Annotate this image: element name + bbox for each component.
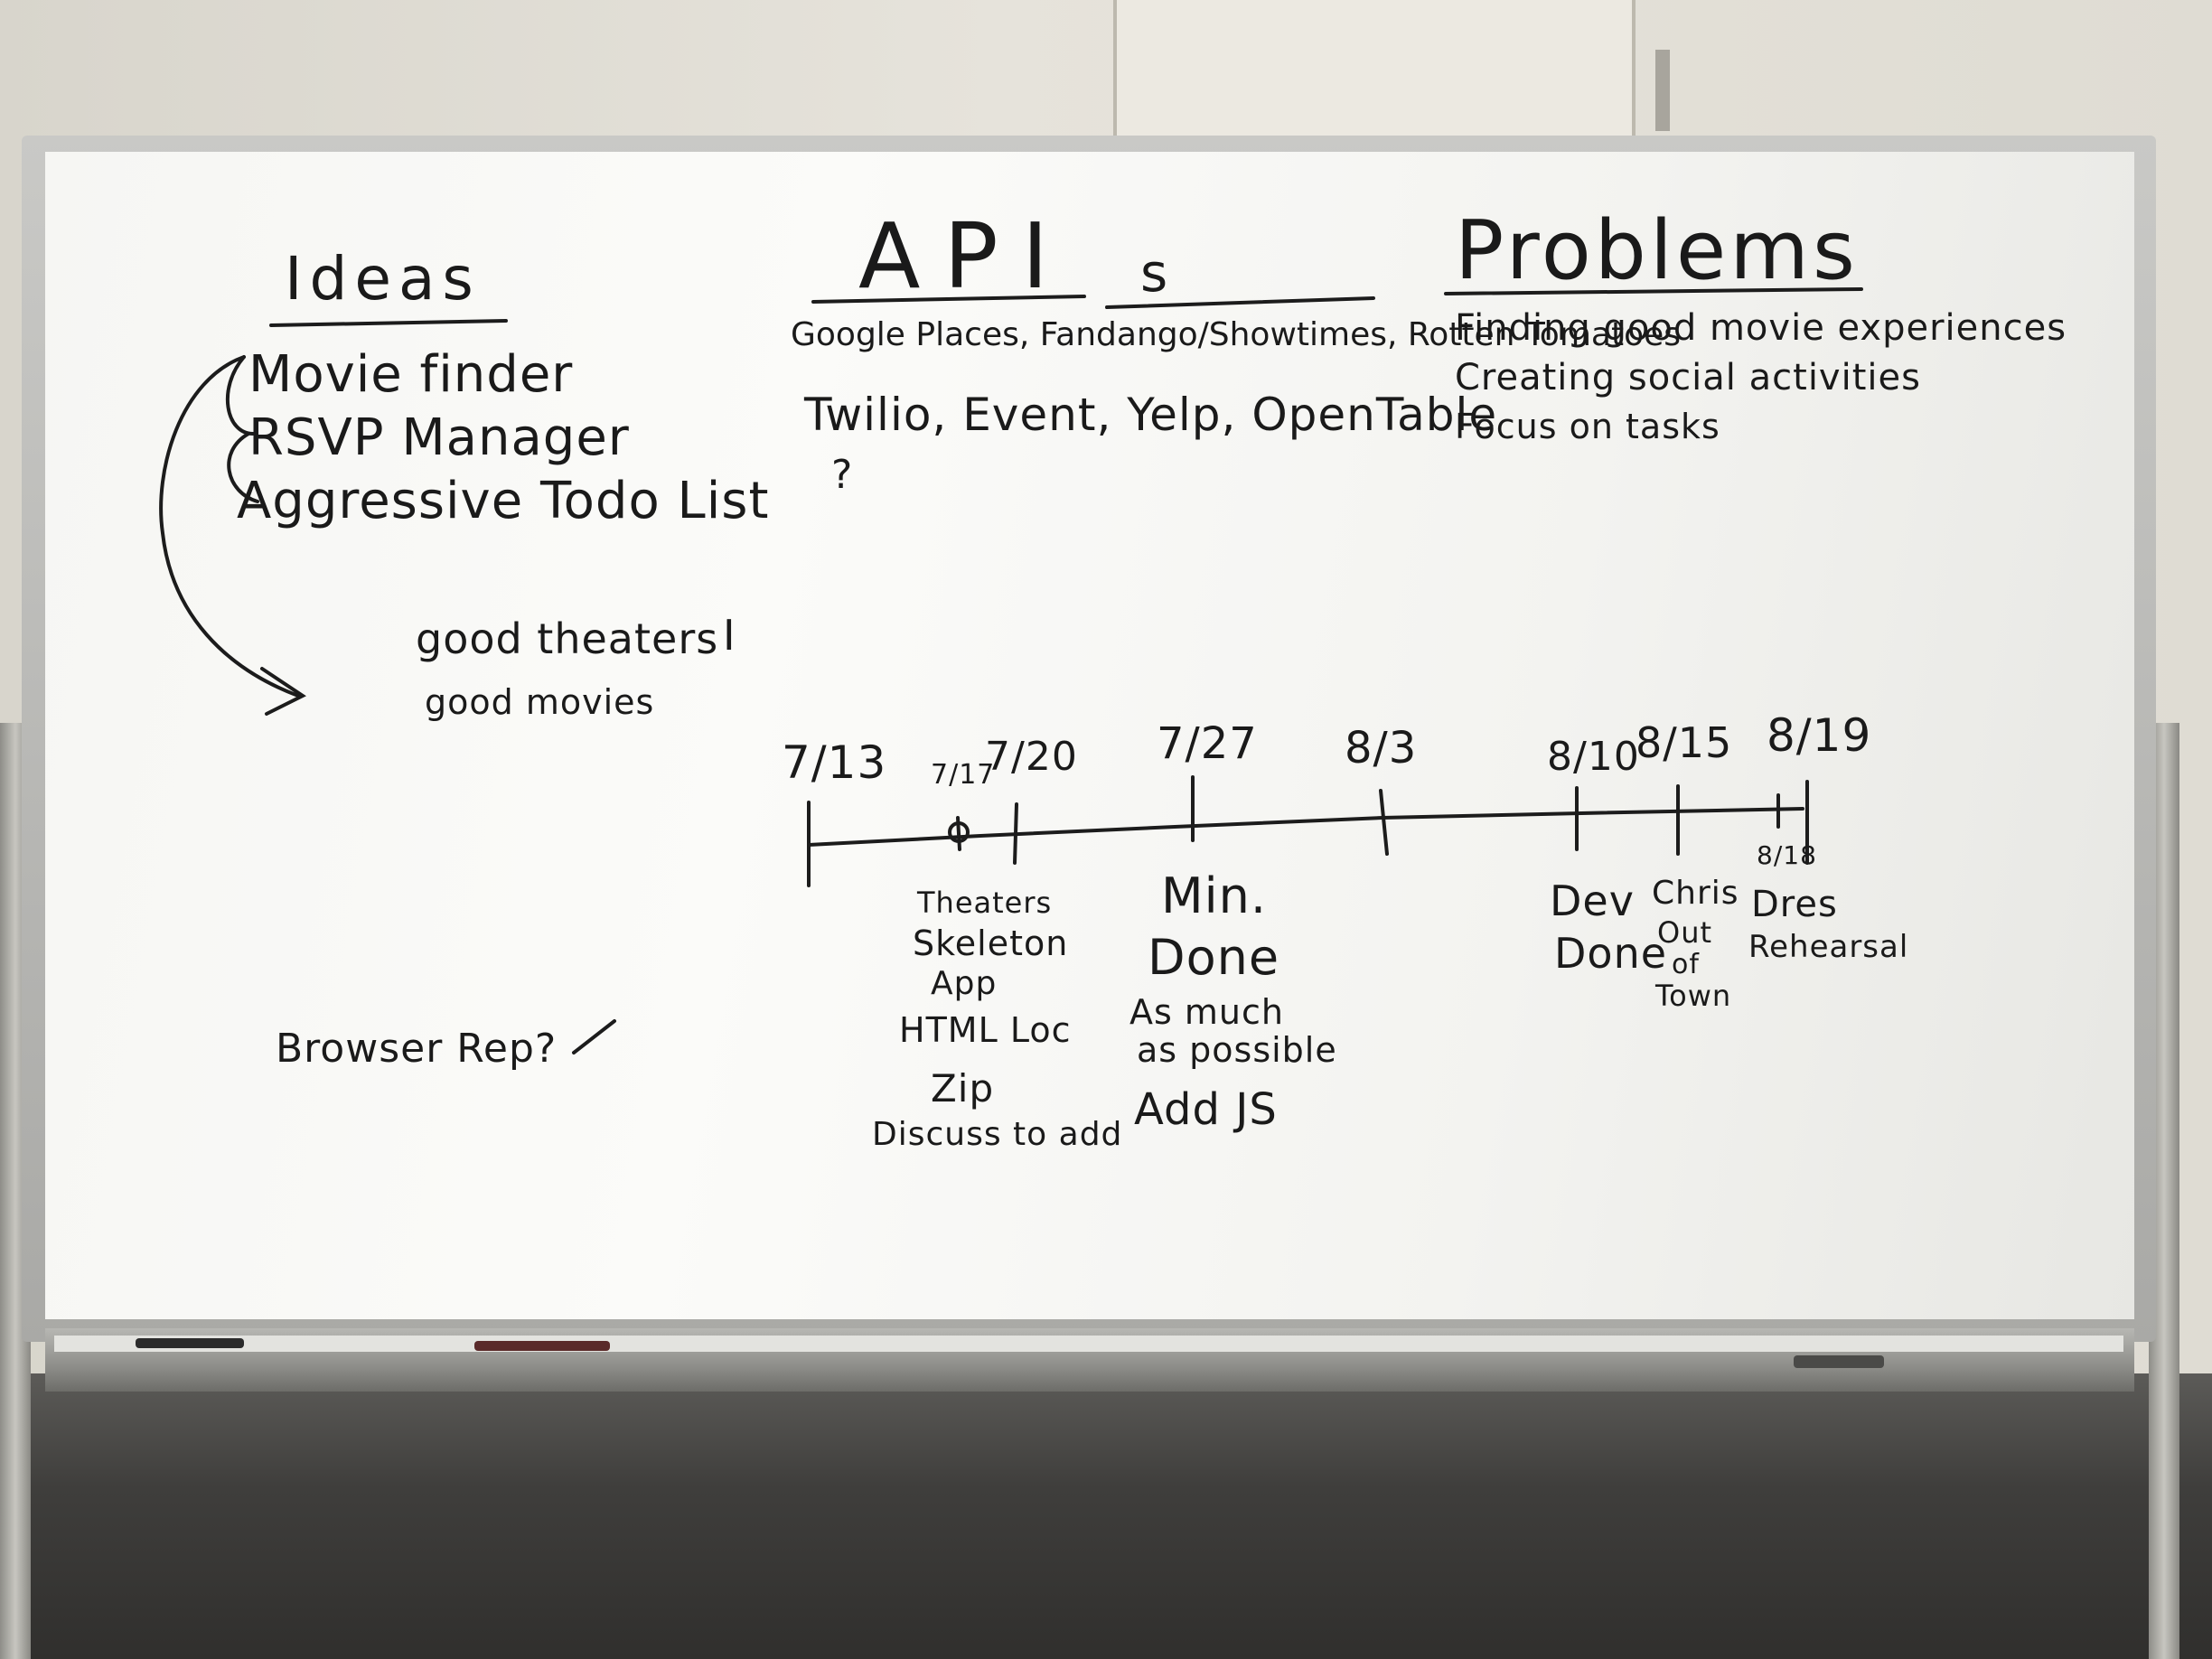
ideas-underline: [269, 319, 508, 327]
apis-heading: API: [858, 203, 1073, 309]
ideas-bracket-lines: [225, 355, 259, 503]
apis-underline: [811, 295, 1375, 309]
note-8-15-2: Out: [1657, 915, 1713, 950]
note-8-10-1: Dev: [1550, 876, 1635, 925]
browser-check: [572, 1019, 616, 1054]
problem-3: Focus on tasks: [1455, 407, 1720, 446]
note-7-17-2: Skeleton: [913, 923, 1069, 963]
apis-line-2: Twilio, Event, Yelp, OpenTable: [804, 389, 1498, 441]
note-7-17-5: Zip: [931, 1066, 995, 1111]
note-7-27-5: Add JS: [1134, 1084, 1278, 1135]
browser-note: Browser Rep?: [276, 1026, 558, 1072]
door-hinge: [1655, 50, 1670, 131]
date-7-27: 7/27: [1157, 718, 1258, 769]
note-7-17-4: HTML Loc: [899, 1010, 1072, 1050]
note-7-17-3: App: [931, 965, 998, 1002]
date-8-3: 8/3: [1345, 723, 1418, 773]
idea-movie-finder: Movie finder: [248, 345, 574, 404]
note-7-27-3: As much: [1129, 992, 1284, 1032]
date-7-17: 7/17: [931, 759, 996, 791]
date-8-10: 8/10: [1547, 734, 1640, 780]
idea-good-movies: good movies: [425, 682, 655, 722]
marker-black[interactable]: [136, 1338, 244, 1348]
tick-8-3: [1379, 789, 1389, 856]
note-8-18-2: Rehearsal: [1748, 929, 1909, 965]
eraser[interactable]: [1794, 1355, 1884, 1368]
idea-mark: I: [723, 611, 736, 660]
date-8-18: 8/18: [1757, 840, 1817, 870]
note-7-27-4: as possible: [1137, 1030, 1337, 1070]
note-7-27-1: Min.: [1161, 867, 1267, 924]
idea-aggressive-todo: Aggressive Todo List: [237, 472, 770, 530]
tick-7-17-circle: [948, 821, 970, 843]
ideas-arrowhead: [260, 667, 306, 716]
apis-line-1: Google Places, Fandango/Showtimes, Rotte…: [791, 316, 1682, 353]
date-8-15: 8/15: [1636, 718, 1733, 767]
whiteboard: [45, 152, 2134, 1319]
tick-7-20: [1013, 802, 1018, 865]
problems-underline: [1444, 287, 1863, 295]
idea-rsvp-manager: RSVP Manager: [248, 408, 630, 467]
ideas-heading: Ideas: [285, 244, 481, 314]
apis-question: ?: [831, 452, 854, 498]
note-7-27-2: Done: [1148, 929, 1280, 986]
ideas-bracket-arrow: [159, 355, 300, 698]
date-7-20: 7/20: [985, 734, 1078, 780]
note-7-17-1: Theaters: [917, 886, 1053, 920]
note-8-15-1: Chris: [1652, 875, 1739, 912]
date-8-19: 8/19: [1767, 709, 1872, 762]
problem-1: Finding good movie experiences: [1455, 307, 2067, 349]
note-8-18-1: Dres: [1751, 884, 1838, 925]
apis-heading-suffix: s: [1140, 242, 1169, 304]
note-7-17-6: Discuss to add: [872, 1116, 1123, 1153]
floor: [0, 1373, 2212, 1659]
note-8-15-3: of: [1672, 949, 1700, 980]
date-7-13: 7/13: [782, 736, 887, 789]
marker-red[interactable]: [474, 1341, 610, 1351]
problem-2: Creating social activities: [1455, 357, 1921, 398]
door: [1113, 0, 1636, 145]
note-8-15-4: Town: [1655, 979, 1732, 1013]
note-8-10-2: Done: [1554, 929, 1668, 978]
idea-good-theaters: good theaters: [416, 614, 719, 663]
problems-heading: Problems: [1455, 203, 1859, 298]
